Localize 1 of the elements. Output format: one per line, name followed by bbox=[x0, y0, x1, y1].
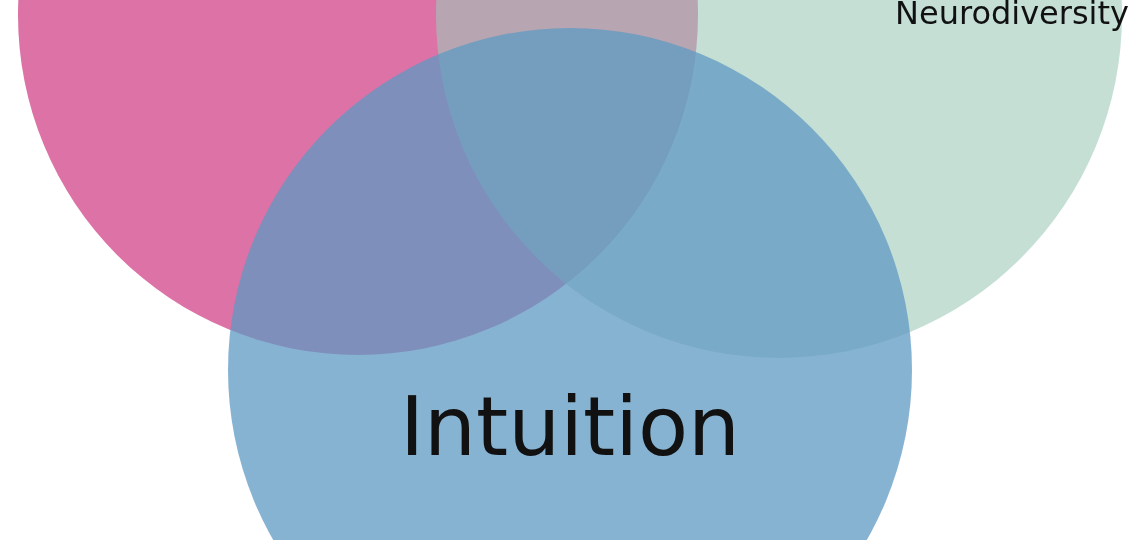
circle-label: Intuition bbox=[399, 392, 741, 462]
